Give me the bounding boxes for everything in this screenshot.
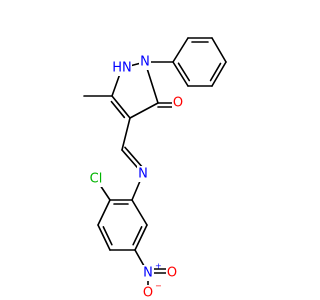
bond-ph3-ph4 <box>211 37 227 63</box>
atom-symbol: N <box>138 167 148 182</box>
bond-C5-C4-second <box>110 100 126 119</box>
atom-symbol: N <box>140 55 150 70</box>
bond-a3-a4-second <box>102 226 113 246</box>
atom-charge: + <box>155 262 162 271</box>
atom-symbol: N <box>143 266 153 281</box>
bond-ph6-ph1 <box>172 61 189 87</box>
atom-cl: Cl <box>86 171 106 187</box>
bonds <box>83 37 227 294</box>
atom-o3: O− <box>142 282 162 300</box>
atom-label-background <box>142 285 154 300</box>
bond-ph4-ph5-second <box>209 62 222 82</box>
bond-a6-a1 <box>131 199 148 226</box>
atom-symbol: O <box>167 266 177 281</box>
atom-charge: − <box>155 282 162 291</box>
bond-a3-a4 <box>97 224 111 251</box>
bond-C4-C3 <box>129 102 159 119</box>
atom-o2: O <box>166 265 178 281</box>
bond-a5-a6 <box>134 224 148 251</box>
atom-n3: N <box>137 166 149 182</box>
bond-ph4-ph5 <box>211 61 227 87</box>
atom-label-background <box>112 60 132 76</box>
atom-n4: N+ <box>142 262 162 281</box>
atom-nh: HN <box>112 60 132 76</box>
bond-a5-a6-second <box>132 226 143 246</box>
atom-label-background <box>137 166 149 182</box>
atom-label-background <box>142 265 154 281</box>
atom-o1: O <box>172 95 184 111</box>
atom-label-background <box>172 95 184 111</box>
atom-symbol: HN <box>112 61 132 76</box>
atom-label-background <box>86 171 106 187</box>
bond-a2-a3 <box>97 199 111 226</box>
atom-symbol: O <box>173 96 183 111</box>
bond-C5-C4 <box>111 95 131 119</box>
atom-n1: N <box>139 54 151 70</box>
bond-C4-CH <box>121 117 131 151</box>
bond-ph6-ph1-second <box>177 62 191 82</box>
bond-ph1-ph2 <box>172 37 189 63</box>
atom-label-background <box>139 54 151 70</box>
atom-label-background <box>166 265 178 281</box>
atom-symbol: O <box>143 286 153 300</box>
atom-symbol: Cl <box>90 172 103 187</box>
